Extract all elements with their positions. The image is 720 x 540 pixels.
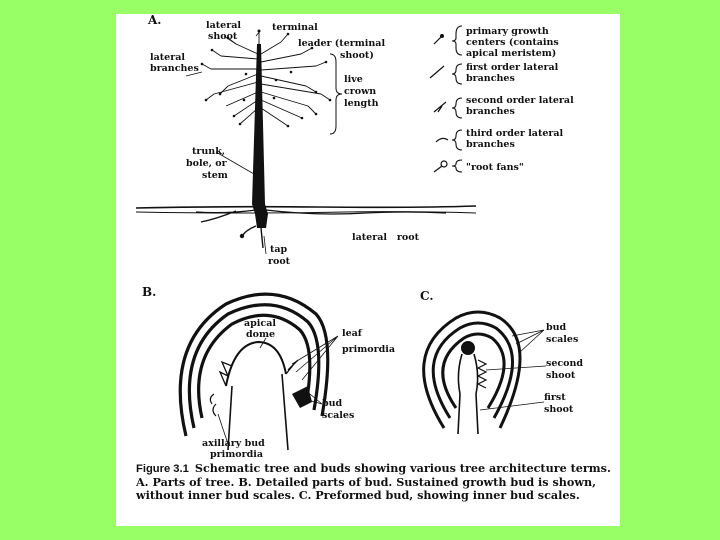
second-shoot-label-1: second: [546, 358, 583, 369]
live-crown-label-2: crown: [344, 86, 376, 97]
tap-root-label-2: root: [268, 256, 291, 267]
bud-scales-c-label-2: scales: [546, 334, 578, 345]
first-shoot: [457, 393, 479, 435]
trunk-label-2: bole, or: [186, 158, 228, 169]
first-shoot-label-1: first: [544, 392, 566, 403]
lateral-root-right: [265, 209, 447, 215]
crown-length-bracket: [329, 53, 343, 135]
root-fan-mark: [239, 233, 245, 239]
leaf-primordia: [218, 359, 299, 387]
root-fan-icon: [433, 165, 443, 173]
terminal-leader-label-1: terminal: [272, 22, 318, 33]
lateral-root-label: lateral root: [352, 232, 420, 243]
second-shoot-label-2: shoot: [546, 370, 576, 381]
panel-a-tree: A.: [135, 14, 477, 267]
panel-a-leader-lines: [185, 30, 267, 255]
bud-scale-arcs: [178, 292, 330, 437]
leaf-primordia-label-1: leaf: [342, 328, 363, 339]
legend-second-order-line-2: branches: [466, 106, 515, 117]
bud-scales-c-label-1: bud: [546, 322, 567, 333]
apical-dome: [225, 340, 287, 387]
tap-root-label-1: tap: [270, 244, 288, 255]
panel-c-label: C.: [420, 289, 434, 303]
live-crown-label-1: live: [344, 74, 363, 85]
lateral-branches-label-2: branches: [150, 63, 199, 74]
legend-primary-line-2: centers (contains: [466, 37, 559, 48]
trunk-label-1: trunk,: [192, 146, 225, 157]
first-shoot-label-2: shoot: [544, 404, 574, 415]
inner-apex: [461, 341, 475, 355]
panel-b-label: B.: [142, 285, 156, 299]
legend-third-order-line-1: third order lateral: [466, 128, 564, 139]
panel-c-leader-lines: [479, 329, 547, 411]
leaf-primordia-label-2: primordia: [342, 344, 395, 355]
caption-text: Schematic tree and buds showing various …: [136, 461, 611, 502]
legend-primary-line-1: primary growth: [466, 26, 549, 37]
bud-scales-b-label-1: bud: [322, 398, 343, 409]
panel-c-bud: C. bud scales second shoot first shoot: [420, 289, 583, 435]
figure-number: Figure 3.1: [136, 463, 189, 475]
apical-dome-label-2: dome: [246, 329, 275, 340]
ground-line: [135, 205, 477, 209]
lateral-shoot-label-2: shoot: [208, 31, 238, 42]
lateral-root-left: [195, 209, 257, 223]
second-shoot: [457, 353, 479, 395]
lateral-shoot-label-1: lateral: [206, 20, 241, 31]
tap-root: [241, 225, 264, 249]
legend-second-order-line-1: second order lateral: [466, 95, 574, 106]
trunk: [252, 44, 268, 228]
legend-root-fans-line-1: "root fans": [466, 162, 524, 173]
second-shoot-coils: [476, 359, 488, 389]
axillary-bud-label-1: axillary bud: [202, 438, 265, 449]
terminal-leader-label-3: shoot): [340, 50, 374, 61]
legend-braces: [451, 25, 463, 173]
panel-b-leader-lines: [217, 335, 339, 445]
preformed-bud-scales: [422, 310, 522, 429]
third-order-branch-icon: [435, 137, 449, 143]
bud-scales-b-label-2: scales: [322, 410, 354, 421]
panel-a-label: A.: [147, 14, 162, 27]
lateral-branches-label-1: lateral: [150, 52, 185, 63]
tree-crown: [201, 32, 331, 127]
figure-slide: A.: [116, 14, 620, 526]
second-order-branch-icon: [433, 101, 447, 113]
legend-first-order-line-2: branches: [466, 73, 515, 84]
branch-legend: primary growth centers (contains apical …: [429, 25, 574, 173]
panel-b-bud: B. apical dome leaf primordia bud scales: [142, 285, 395, 460]
bud-stem: [227, 373, 289, 451]
terminal-leader-label-2: leader (terminal: [298, 38, 385, 49]
live-crown-label-3: length: [344, 98, 379, 109]
bud-scale-base: [292, 386, 312, 408]
legend-primary-line-3: apical meristem): [466, 48, 556, 59]
trunk-label-3: stem: [202, 170, 228, 181]
legend-first-order-line-1: first order lateral: [466, 62, 559, 73]
apical-dome-label-1: apical: [244, 318, 276, 329]
axillary-bud-primordia: [209, 393, 217, 417]
tree-architecture-figure: A.: [135, 14, 583, 460]
first-order-branch-icon: [429, 65, 445, 79]
axillary-bud-label-2: primordia: [210, 449, 263, 460]
legend-third-order-line-2: branches: [466, 139, 515, 150]
